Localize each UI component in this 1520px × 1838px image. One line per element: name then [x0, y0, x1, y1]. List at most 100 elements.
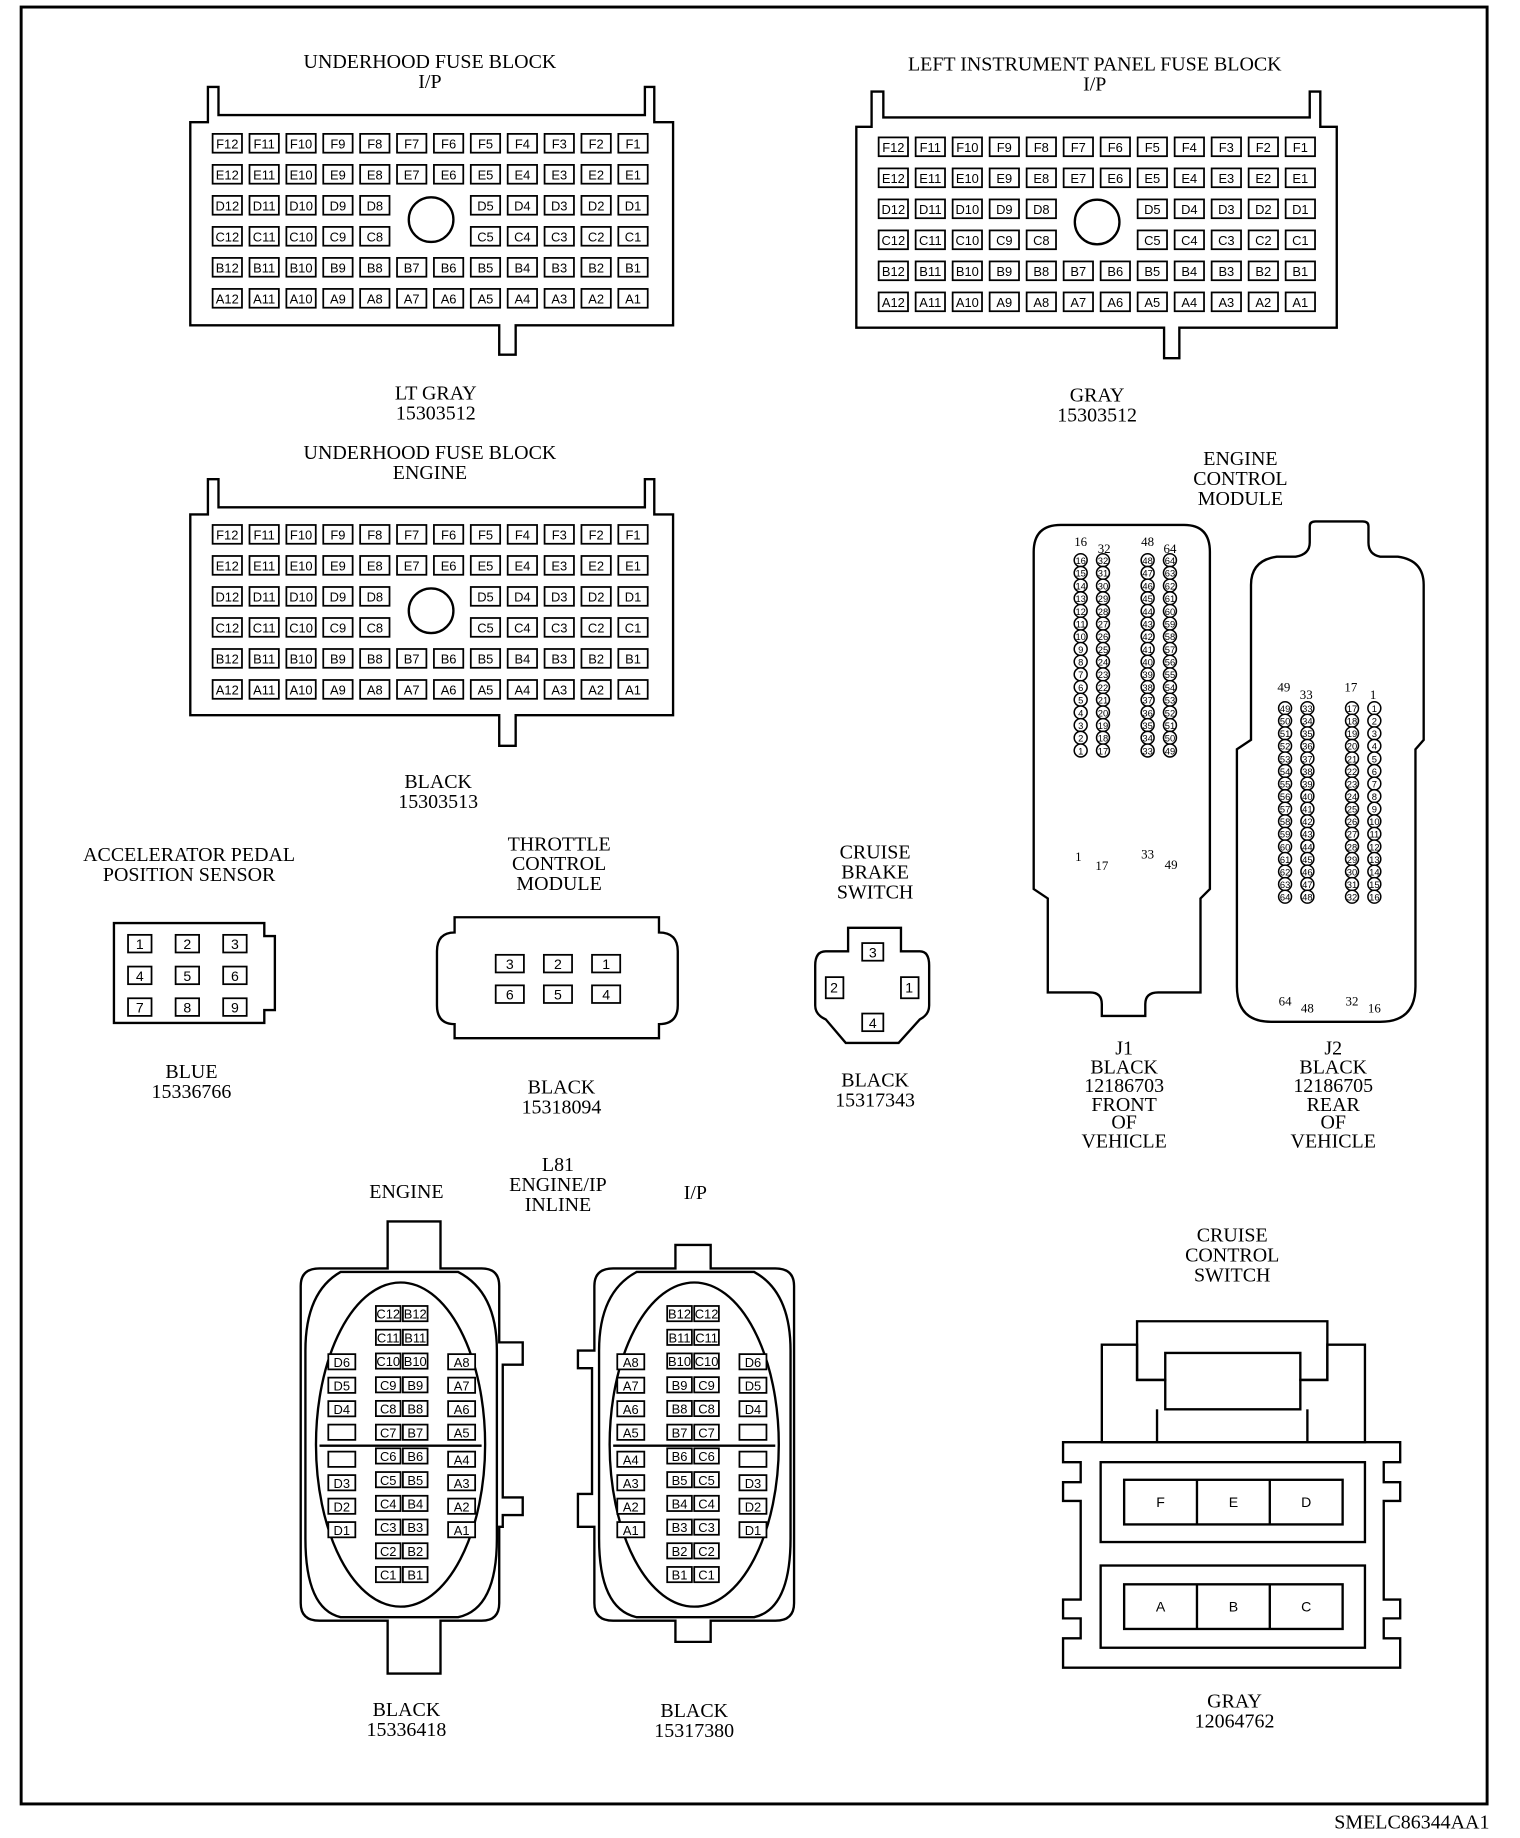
uh-eng-pin-box	[506, 648, 538, 669]
uh-ip-pin-box	[506, 257, 538, 278]
uh-eng-pin-label: F12	[216, 527, 238, 542]
tcm-pin-box	[494, 984, 525, 1004]
lip-title-2: I/P	[1083, 73, 1106, 95]
inline-ip-pin-label: C7	[698, 1425, 715, 1440]
lip-pin-label: C4	[1181, 233, 1198, 248]
lip-pin-box	[877, 260, 909, 282]
uh-eng-pin-label: A9	[330, 682, 346, 697]
uh-eng-pin-box	[322, 586, 354, 607]
uh-eng-pin-box	[211, 648, 243, 669]
uh-ip-pin-box	[359, 288, 391, 309]
inline-engine-pin-label: B5	[407, 1473, 423, 1488]
app-pin-box	[127, 997, 153, 1017]
ecm-j1-pin-label: 28	[1098, 606, 1108, 617]
ecm-j2-location-1: REAR	[1307, 1094, 1361, 1116]
uh-ip-pin-box	[617, 164, 649, 185]
uh-ip-pin-label: A1	[625, 291, 641, 306]
uh-eng-pin-box	[580, 524, 612, 545]
uh-eng-pin-label: E8	[367, 558, 383, 573]
uh-eng-pin-label: C11	[253, 620, 276, 635]
lip-pin-label: C1	[1292, 233, 1309, 248]
uh-eng-pin-label: A4	[514, 682, 530, 697]
lip-pin-label: A7	[1070, 295, 1086, 310]
uh-eng-pin-box	[543, 648, 575, 669]
tcm-color: BLACK	[528, 1076, 596, 1098]
uh-ip-pin-label: E2	[588, 167, 604, 182]
app-pin-label: 3	[231, 936, 239, 952]
ecm-j2-pin-label: 55	[1280, 778, 1290, 789]
uh-eng-pin-box	[248, 586, 280, 607]
uh-eng-pin-label: D3	[551, 589, 568, 604]
uh-eng-pin-label: B1	[625, 651, 641, 666]
uh-ip-pin-label: B6	[441, 260, 457, 275]
uh-ip-pin-label: C12	[215, 229, 239, 244]
ecm-j1-pin-label: 38	[1142, 682, 1152, 693]
uh-ip-pin-box	[359, 164, 391, 185]
uh-ip-pin-label: B5	[478, 260, 494, 275]
inline-ip-pin-label: B5	[672, 1473, 688, 1488]
uh-ip-pin-box	[617, 133, 649, 154]
cbs-title-2: BRAKE	[841, 861, 909, 883]
cbs-housing	[814, 926, 931, 1045]
ecm-j2-pin-label: 49	[1280, 703, 1290, 714]
inline-ip-pin-label: C12	[695, 1307, 719, 1322]
lip-pin-label: C2	[1255, 233, 1272, 248]
tcm-pin-label: 3	[506, 956, 514, 972]
lip-pin-box	[877, 198, 909, 220]
ecm-j2-color: BLACK	[1299, 1056, 1367, 1078]
uh-eng-pin-box	[433, 555, 465, 576]
uh-eng-pin-label: F11	[254, 527, 275, 542]
inline-engine-pin-label: B9	[407, 1378, 423, 1393]
ecm-j2-pin-label: 21	[1347, 753, 1357, 764]
uh-ip-pin-box	[322, 195, 354, 216]
ecm-j1-pin-label: 39	[1142, 669, 1152, 680]
uh-eng-pin-label: A11	[253, 682, 275, 697]
uh-ip-pin-label: A4	[514, 291, 530, 306]
ecm-j1-pin-label: 29	[1098, 593, 1108, 604]
ecm-j2-pin-circle	[1367, 889, 1382, 904]
uh-eng-pin-label: B10	[290, 651, 313, 666]
ecm-j1-bot-49: 49	[1165, 857, 1178, 872]
ecm-j2-pin-label: 23	[1347, 778, 1357, 789]
inline-ip-left-pin-label: A2	[623, 1499, 639, 1514]
ecm-j2-pin-label: 3	[1372, 728, 1377, 739]
inline-engine-pin-label: C6	[380, 1449, 397, 1464]
inline-engine-right-pin-label: A5	[454, 1425, 470, 1440]
ccs-upper-frame	[1099, 1461, 1367, 1544]
ecm-j1-pin-label: 2	[1078, 733, 1083, 744]
lip-pin-label: C12	[881, 233, 905, 248]
lip-pin-label: D10	[955, 202, 979, 217]
cbs-pin-3-label: 3	[869, 944, 877, 960]
ecm-j1-top-32: 32	[1098, 541, 1111, 556]
uh-ip-pin-box	[396, 133, 428, 154]
inline-ip-left-pin-box	[616, 1423, 646, 1441]
lip-pin-box	[988, 167, 1020, 189]
ecm-j1-pin-label: 32	[1098, 555, 1108, 566]
uh-ip-pin-box	[469, 195, 502, 216]
inline-ip-cavity	[608, 1281, 780, 1608]
uh-ip-pin-box	[543, 195, 575, 216]
uh-eng-pin-label: C4	[514, 620, 531, 635]
uh-eng-pin-box	[211, 586, 243, 607]
ecm-j1-pin-label: 3	[1078, 720, 1083, 731]
uh-eng-part-number: 15303513	[398, 791, 478, 813]
inline-title-2: ENGINE/IP	[509, 1174, 607, 1196]
lip-pin-box	[1173, 198, 1205, 220]
uh-ip-pin-label: A10	[290, 291, 313, 306]
uh-ip-pin-box	[285, 164, 317, 185]
lip-pin-label: F10	[956, 140, 978, 155]
inline-ip-right-pin-label: D5	[745, 1378, 762, 1393]
uh-ip-pin-label: F2	[589, 136, 604, 151]
uh-ip-pin-box	[359, 133, 391, 154]
ecm-j2-pin-label: 29	[1347, 854, 1357, 865]
inline-engine-pin-box	[402, 1352, 429, 1370]
inline-ip-right-pin-box	[738, 1353, 768, 1371]
lip-pin-label: B11	[919, 264, 941, 279]
lip-pin-label: E9	[996, 171, 1012, 186]
inline-engine-header: ENGINE	[369, 1181, 443, 1203]
tcm-title-2: CONTROL	[512, 853, 606, 875]
ecm-j2-pin-label: 34	[1302, 716, 1312, 727]
uh-eng-pin-label: E9	[330, 558, 346, 573]
lip-pin-box	[914, 167, 946, 189]
